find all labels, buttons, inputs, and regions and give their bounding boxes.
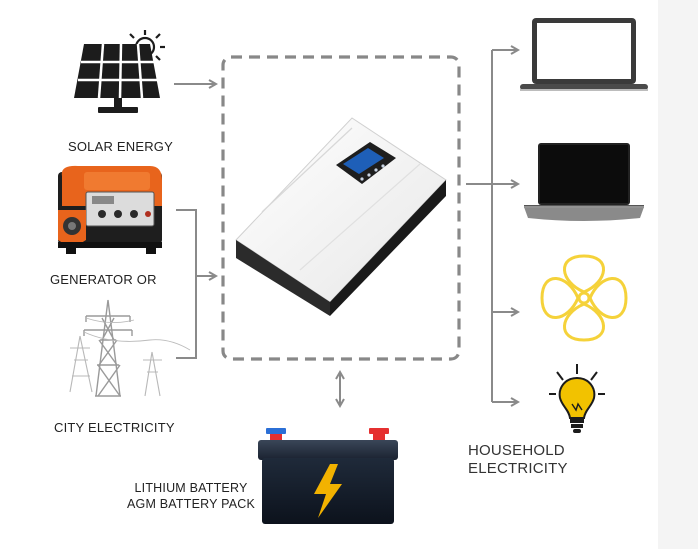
household-label-line2: ELECTRICITY [468, 460, 568, 477]
grid-bracket-connector [176, 209, 216, 359]
battery-label: LITHIUM BATTERY AGM BATTERY PACK [118, 480, 264, 512]
city-electricity-label: CITY ELECTRICITY [54, 420, 175, 435]
solar-panel-icon [74, 30, 165, 113]
generator-icon [58, 165, 162, 254]
inverter-dashed-box [221, 55, 461, 361]
household-label-line1: HOUSEHOLD [468, 442, 565, 459]
solar-energy-label: SOLAR ENERGY [68, 139, 173, 154]
fan-icon [540, 254, 628, 342]
battery-label-line1: LITHIUM BATTERY [134, 481, 248, 495]
laptop-icon [524, 143, 644, 221]
generator-label: GENERATOR OR [50, 272, 157, 287]
power-tower-icon [69, 299, 191, 397]
battery-icon [258, 428, 398, 524]
household-electricity-label: HOUSEHOLD ELECTRICITY [468, 442, 568, 478]
monitor-icon [520, 18, 648, 91]
battery-label-line2: AGM BATTERY PACK [127, 497, 255, 511]
inverter-icon [235, 117, 447, 316]
right-edge-strip [658, 0, 698, 549]
light-bulb-icon [549, 364, 605, 433]
output-tree-connector [466, 50, 518, 402]
